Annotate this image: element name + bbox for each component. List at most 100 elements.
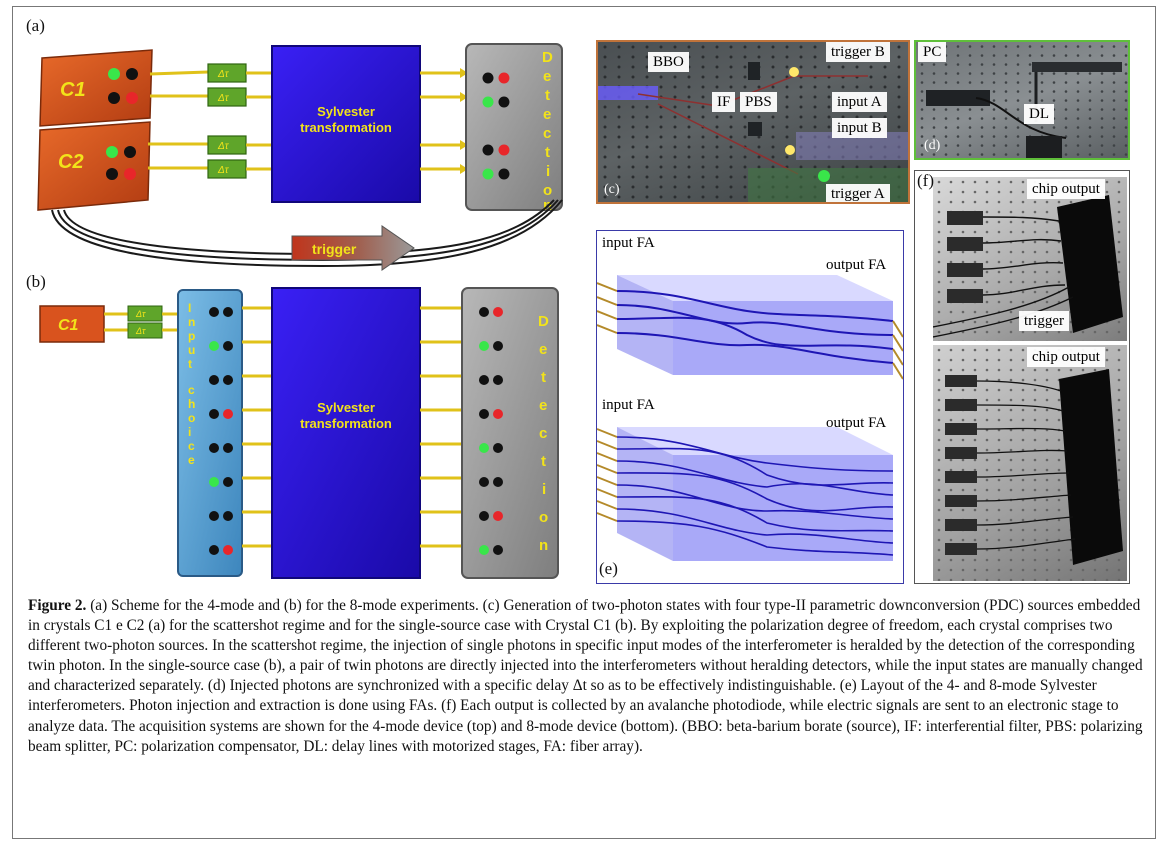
label-input-fa-8: input FA <box>602 397 655 413</box>
source-c1-label: C1 <box>58 317 79 334</box>
label-input-b: input B <box>832 118 887 138</box>
detection-block-b <box>461 287 559 579</box>
sylvester-label-line1: Sylvester <box>317 104 375 119</box>
svg-text:I: I <box>188 301 191 315</box>
figure-label: Figure 2. <box>28 597 87 614</box>
photon-dot <box>479 341 489 351</box>
photon-dot <box>223 443 233 453</box>
photon-dot <box>479 511 489 521</box>
source-c1-label: C1 <box>60 79 86 101</box>
photon-dot <box>126 68 138 80</box>
photo-f-acquisition: chip output trigger (f) chip output <box>914 170 1130 584</box>
photon-dot <box>124 146 136 158</box>
label-trigger-a: trigger A <box>826 184 890 202</box>
photo-d-delay: PC DL (d) <box>914 40 1130 160</box>
delay-label: Δτ <box>135 326 146 336</box>
source-c2-block <box>37 121 151 211</box>
photon-dot <box>108 92 120 104</box>
svg-text:i: i <box>542 481 546 498</box>
photo-c-setup: BBO IF PBS trigger B input A input B tri… <box>596 40 910 204</box>
detection-label: i <box>546 163 550 180</box>
source-c2-label: C2 <box>58 151 84 173</box>
sylvester-label-line2: transformation <box>300 120 392 135</box>
detection-label: o <box>543 182 552 199</box>
photon-dot <box>223 545 233 555</box>
svg-text:c: c <box>188 439 195 453</box>
delay-label: Δτ <box>217 165 230 176</box>
svg-text:e: e <box>539 341 547 358</box>
svg-text:p: p <box>188 329 195 343</box>
label-trigger-b: trigger B <box>826 42 890 62</box>
svg-text:i: i <box>188 425 191 439</box>
svg-text:h: h <box>188 397 195 411</box>
label-trigger: trigger <box>1019 311 1069 331</box>
photon-dot <box>108 68 120 80</box>
sylvester-label-line2: transformation <box>300 416 392 431</box>
svg-text:u: u <box>188 343 195 357</box>
photon-dot <box>223 477 233 487</box>
photon-dot <box>209 477 219 487</box>
label-output-fa-8: output FA <box>826 415 887 431</box>
detection-label: D <box>542 49 553 66</box>
detection-label: e <box>543 68 551 85</box>
svg-text:e: e <box>539 397 547 414</box>
label-input-fa-4: input FA <box>602 235 655 251</box>
label-if: IF <box>712 92 736 112</box>
svg-text:t: t <box>541 369 546 386</box>
panel-c-label: (c) <box>604 182 620 197</box>
photo-f-bottom <box>933 345 1127 581</box>
delay-label: Δτ <box>217 93 230 104</box>
panel-a-label: (a) <box>26 16 45 35</box>
label-chip-output-top: chip output <box>1027 179 1105 199</box>
photon-dot <box>479 477 489 487</box>
photon-dot <box>126 92 138 104</box>
svg-text:c: c <box>188 383 195 397</box>
label-dl: DL <box>1024 104 1054 124</box>
detection-label: e <box>543 106 551 123</box>
photon-dot <box>479 545 489 555</box>
svg-text:n: n <box>188 315 195 329</box>
label-pbs: PBS <box>740 92 777 112</box>
svg-text:o: o <box>539 509 548 526</box>
panel-e-interferometers: input FA output FA input FA output FA (e… <box>596 230 904 584</box>
photon-dot <box>493 409 503 419</box>
detection-block-a <box>465 43 563 211</box>
sylvester-block-a <box>271 45 421 203</box>
figure-caption: Figure 2. (a) Scheme for the 4-mode and … <box>28 596 1144 757</box>
photon-dot <box>479 443 489 453</box>
photon-dot <box>479 307 489 317</box>
photon-dot <box>209 341 219 351</box>
label-pc: PC <box>918 42 947 62</box>
photon-dot <box>106 146 118 158</box>
photon-dot <box>209 443 219 453</box>
panel-b-label: (b) <box>26 272 46 291</box>
input-choice-bar <box>177 289 243 577</box>
photo-f-top <box>933 177 1127 341</box>
photon-dot <box>223 375 233 385</box>
source-c1-block <box>39 49 153 127</box>
panel-f-label: (f) <box>917 171 934 190</box>
svg-text:n: n <box>539 537 548 554</box>
photon-dot <box>493 375 503 385</box>
photon-dot <box>479 375 489 385</box>
svg-text:D: D <box>538 313 549 330</box>
svg-text:o: o <box>188 411 195 425</box>
delay-label: Δτ <box>217 141 230 152</box>
photon-dot <box>223 409 233 419</box>
svg-text:t: t <box>541 453 546 470</box>
photon-dot <box>209 545 219 555</box>
photon-dot <box>493 545 503 555</box>
photon-dot <box>493 511 503 521</box>
sylvester-block-b <box>271 287 421 579</box>
photon-dot <box>209 409 219 419</box>
photon-dot <box>223 341 233 351</box>
panel-e-label: (e) <box>599 559 618 578</box>
trigger-label: trigger <box>312 241 357 257</box>
sylvester-label-line1: Sylvester <box>317 400 375 415</box>
source-c1-block <box>39 305 105 343</box>
photon-dot <box>493 307 503 317</box>
photon-dot <box>124 168 136 180</box>
scheme-a: C1 C2 Δτ Δτ Δτ Δτ Sylvester transformati… <box>37 43 563 271</box>
photon-dot <box>106 168 118 180</box>
